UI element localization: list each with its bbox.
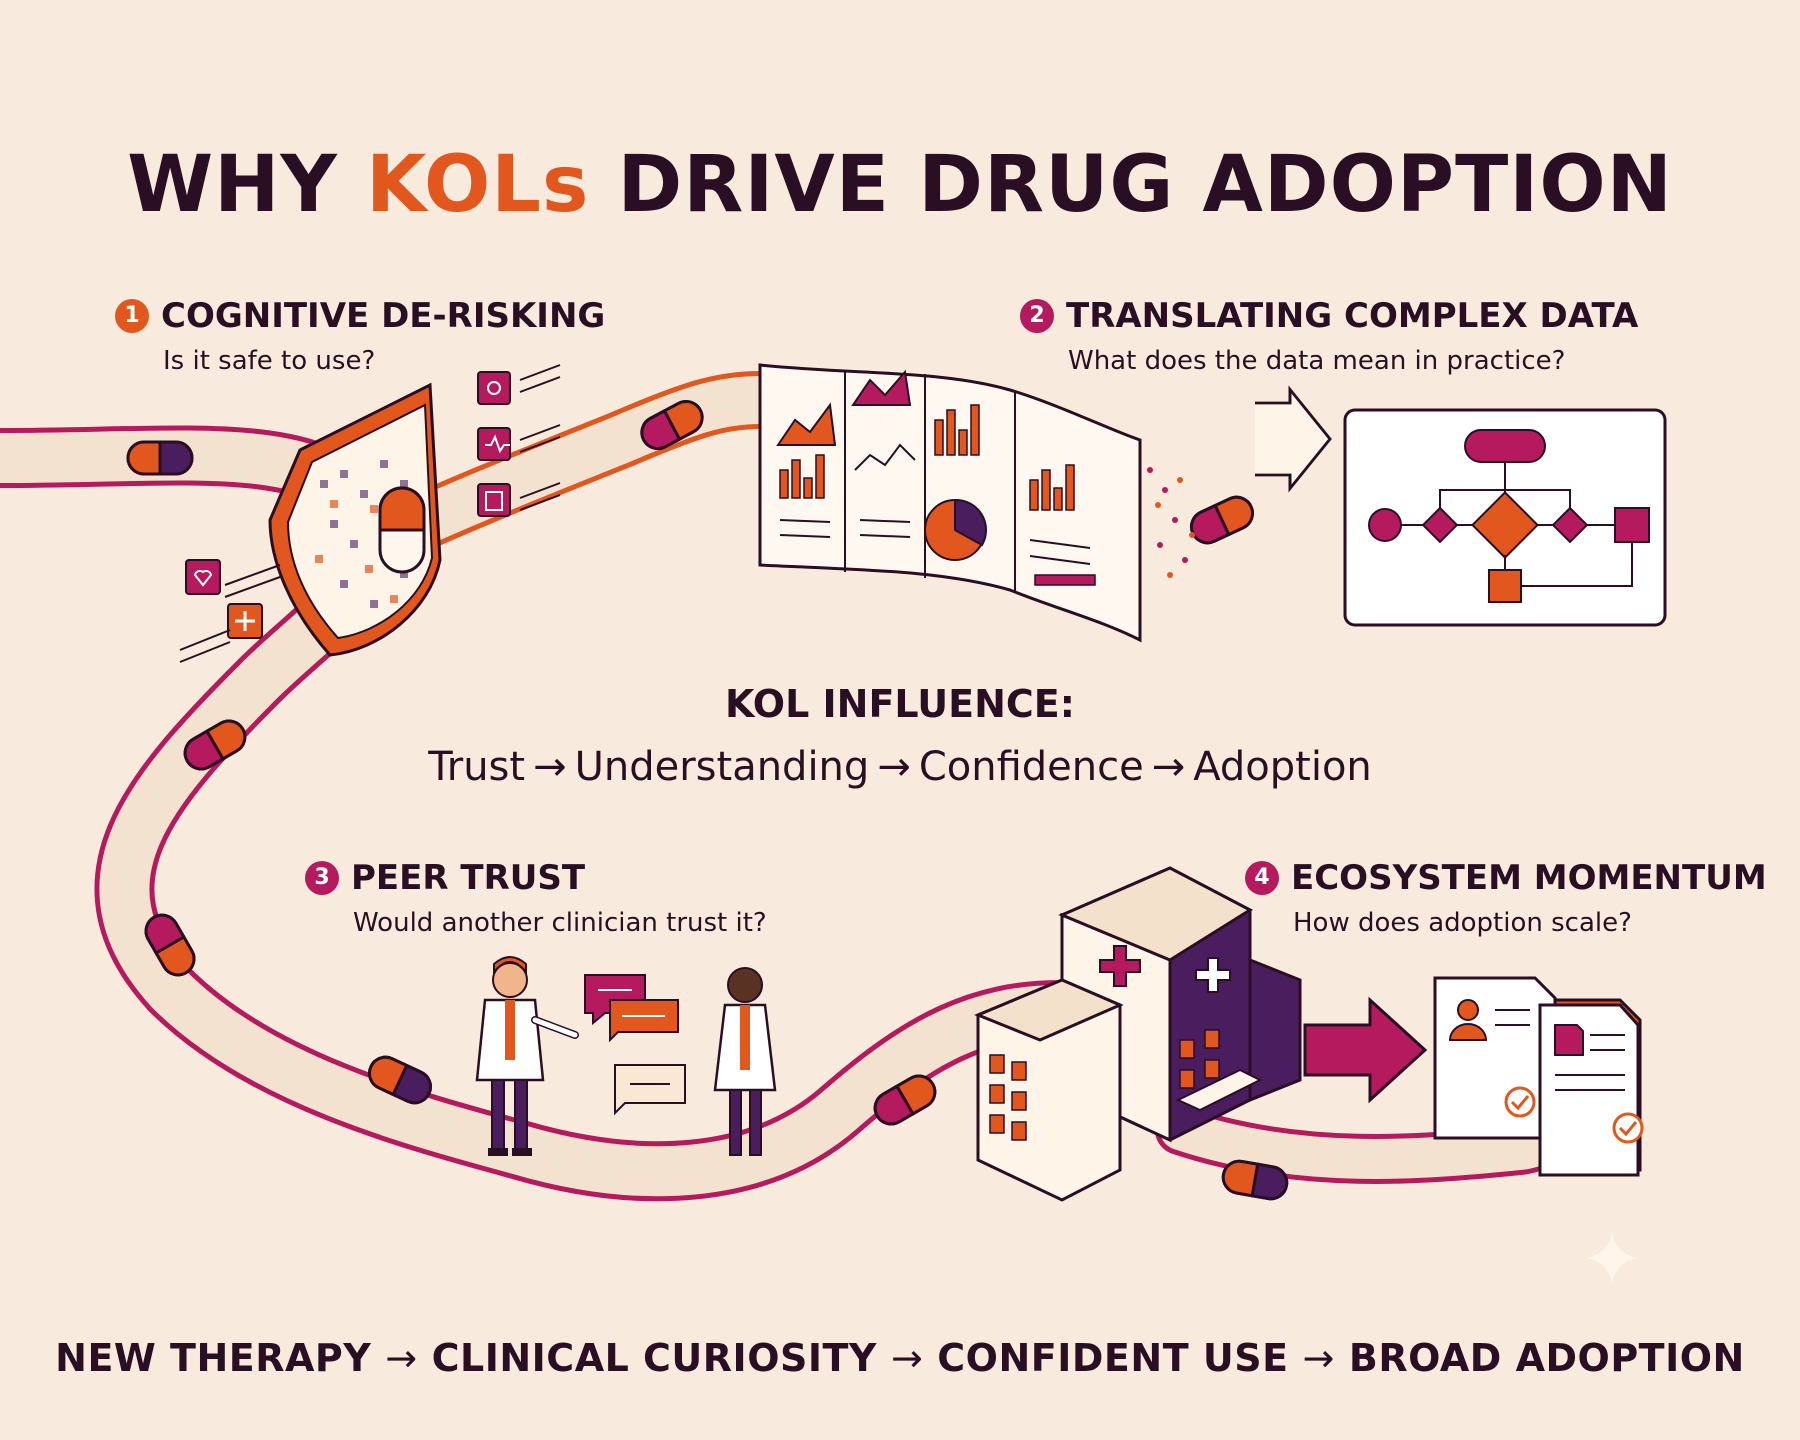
step-heading: TRANSLATING COMPLEX DATA <box>1066 296 1639 336</box>
clinician-right <box>713 967 777 1156</box>
step-heading: PEER TRUST <box>351 858 586 898</box>
scale-arrow <box>1303 996 1428 1104</box>
step-heading: ECOSYSTEM MOMENTUM <box>1291 858 1767 898</box>
step-question: How does adoption scale? <box>1293 908 1632 938</box>
flow-item: Understanding <box>574 744 870 790</box>
step-translating-complex-data: 2 TRANSLATING COMPLEX DATA What does the … <box>1020 296 1638 376</box>
arrow-icon: → <box>1302 1336 1335 1380</box>
hospital-icon <box>974 866 1302 1202</box>
shield-icon <box>179 364 561 663</box>
step-ecosystem-momentum: 4 ECOSYSTEM MOMENTUM How does adoption sc… <box>1245 858 1767 938</box>
kol-influence-flow: Trust→Understanding→Confidence→Adoption <box>300 744 1500 790</box>
step-question: Is it safe to use? <box>163 346 376 376</box>
title-accent: KOLs <box>366 140 590 230</box>
arrow-icon: → <box>385 1336 418 1380</box>
step-number: 4 <box>1245 861 1279 895</box>
adoption-journey: NEW THERAPY → CLINICAL CURIOSITY → CONFIDENT… <box>0 1336 1800 1380</box>
step-cognitive-de-risking: 1 COGNITIVE DE-RISKING Is it safe to use? <box>115 296 605 376</box>
journey-stage: CONFIDENT USE <box>937 1336 1289 1380</box>
arrow-icon: → <box>533 744 567 790</box>
flow-item: Adoption <box>1193 744 1372 790</box>
sparkle-icon <box>1586 1232 1638 1284</box>
step-question: What does the data mean in practice? <box>1068 346 1566 376</box>
flowchart-card <box>1343 408 1667 627</box>
clinician-left <box>475 956 579 1156</box>
step-number: 3 <box>305 861 339 895</box>
data-report-icon <box>758 363 1332 643</box>
step-heading: COGNITIVE DE-RISKING <box>161 296 606 336</box>
journey-stage: NEW THERAPY <box>55 1336 372 1380</box>
step-number: 1 <box>115 299 149 333</box>
kol-influence: KOL INFLUENCE: Trust→Understanding→Confi… <box>300 682 1500 790</box>
kol-influence-heading: KOL INFLUENCE: <box>725 682 1075 726</box>
page-title: WHY KOLs DRIVE DRUG ADOPTION <box>0 140 1800 230</box>
step-question: Would another clinician trust it? <box>353 908 767 938</box>
title-part: DRIVE DRUG ADOPTION <box>589 140 1673 230</box>
title-part: WHY <box>127 140 367 230</box>
flow-item: Trust <box>428 744 526 790</box>
arrow-icon: → <box>890 1336 924 1380</box>
arrow-icon: → <box>1151 744 1186 790</box>
arrow-icon: → <box>877 744 911 790</box>
flow-item: Confidence <box>918 744 1144 790</box>
journey-stage: CLINICAL CURIOSITY <box>431 1336 877 1380</box>
clinicians-conversation-icon <box>475 956 777 1156</box>
step-number: 2 <box>1020 299 1054 333</box>
documents-icon <box>1433 976 1644 1177</box>
step-peer-trust: 3 PEER TRUST Would another clinician trus… <box>305 858 767 938</box>
journey-stage: BROAD ADOPTION <box>1348 1336 1745 1380</box>
